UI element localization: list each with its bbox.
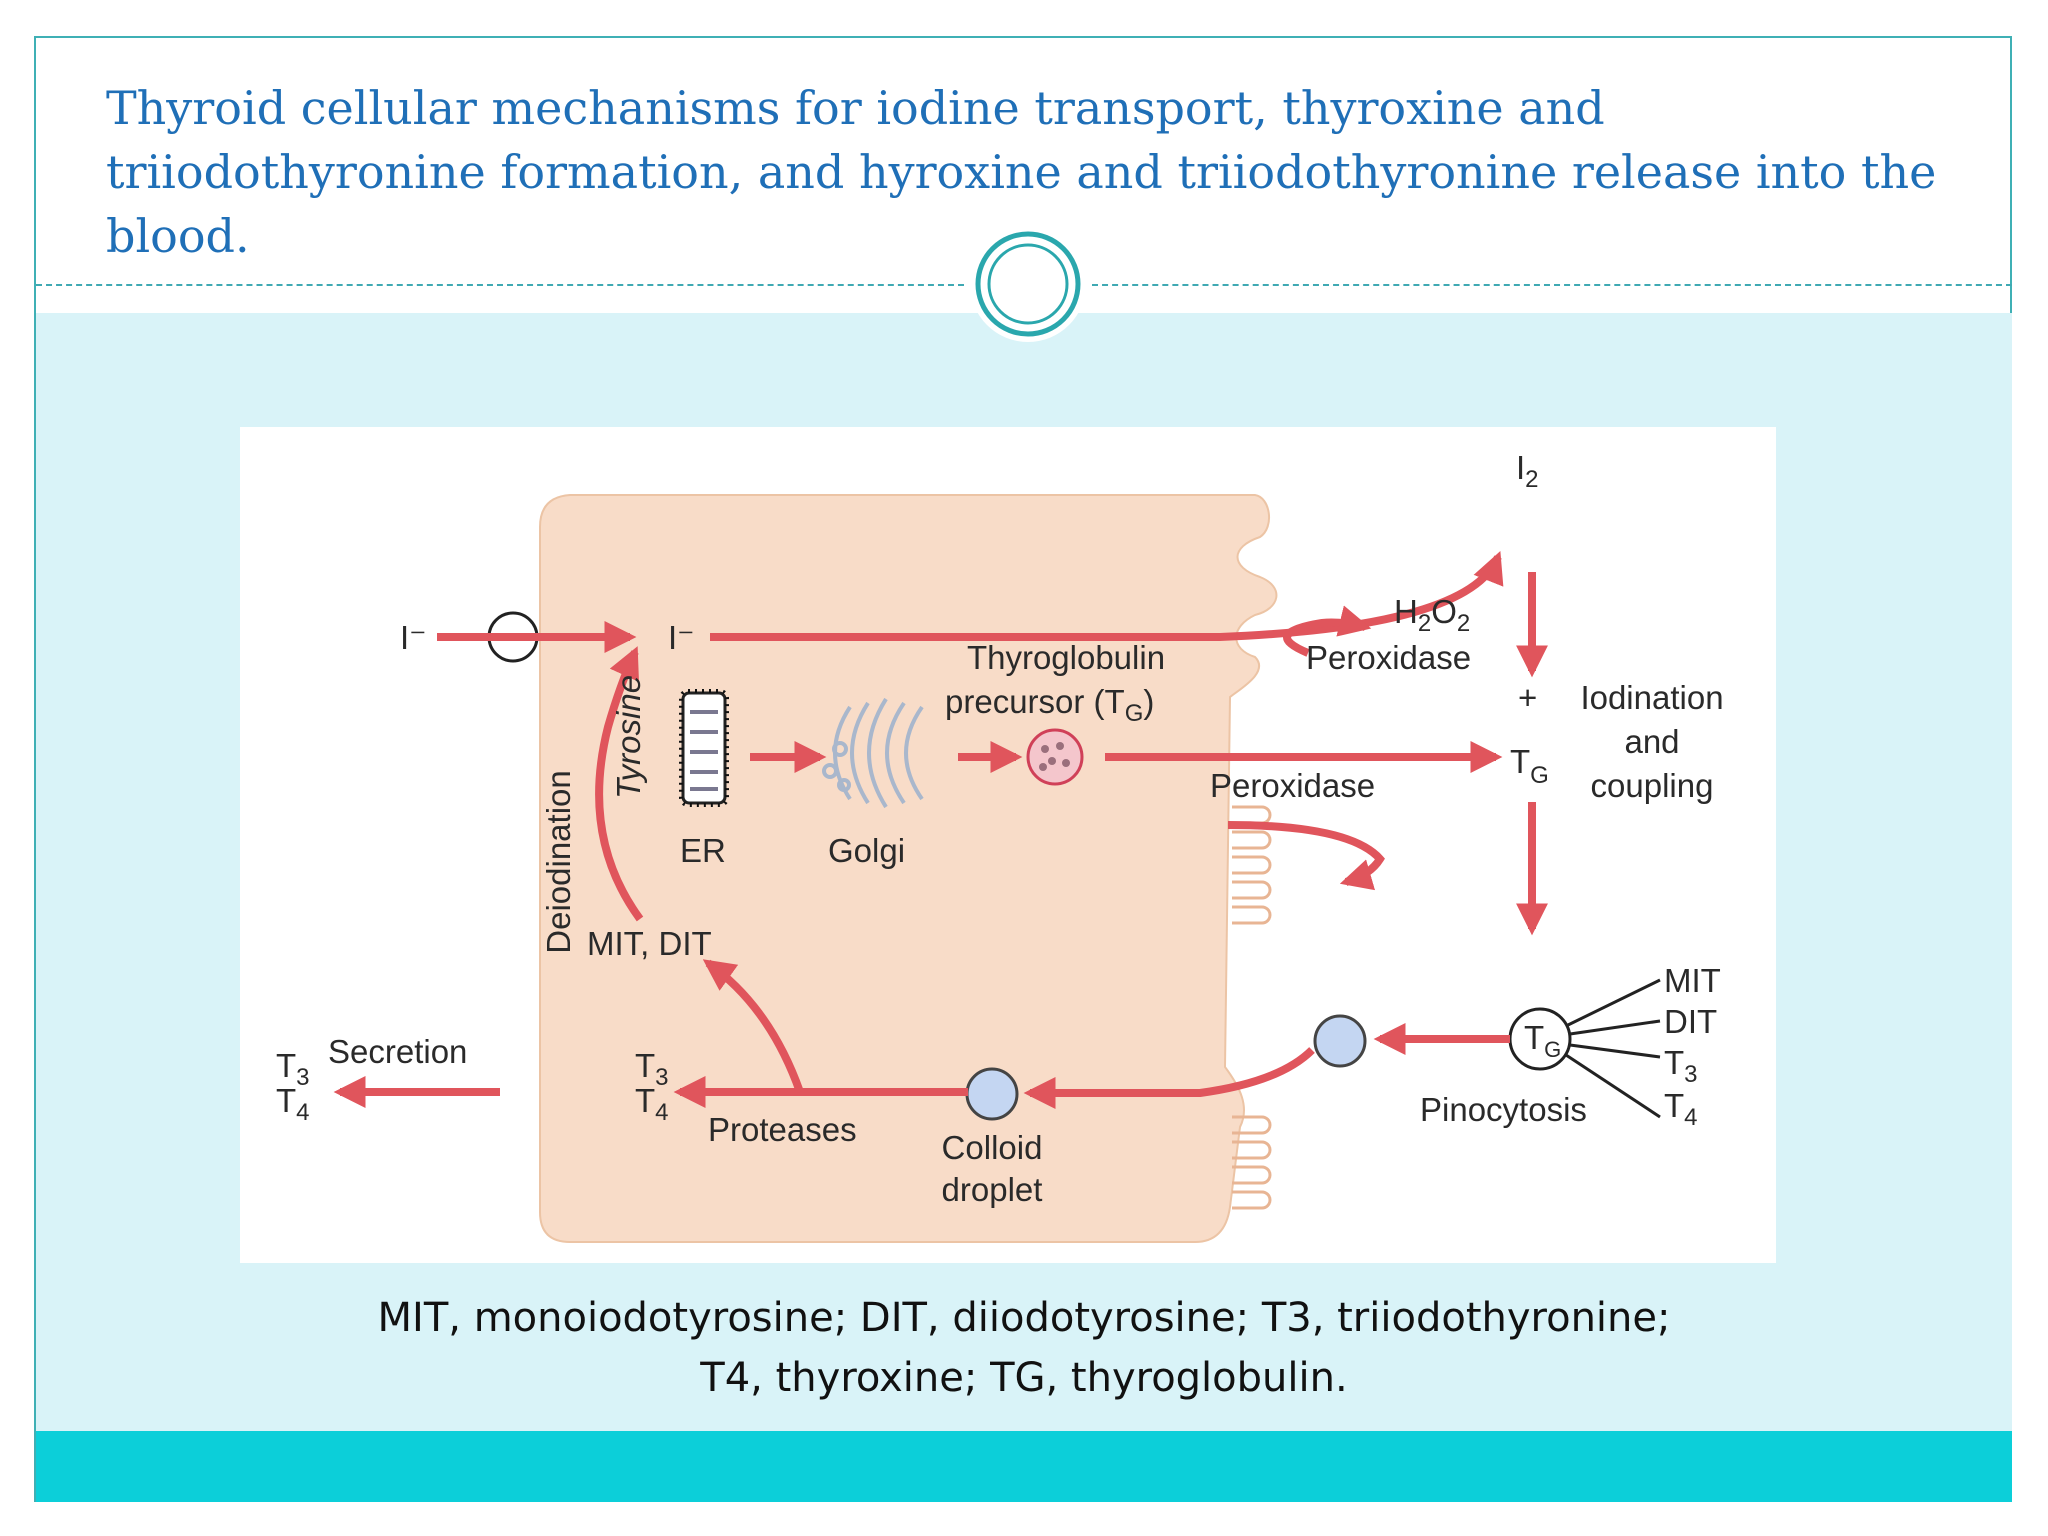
i2-label: I2	[1516, 449, 1539, 493]
t4-in-label: T4	[635, 1082, 669, 1126]
thyroglobulin-vesicle-icon	[1026, 728, 1084, 786]
peroxidase-top-label: Peroxidase	[1306, 639, 1471, 676]
arrow-droplet-to-colloid	[1023, 1047, 1315, 1109]
pinocytosis-droplet-icon	[1313, 1014, 1367, 1068]
t4-right-label: T4	[1664, 1087, 1698, 1131]
thyroglobulin-branch-lines	[1565, 978, 1661, 1119]
er-label: ER	[680, 832, 726, 869]
arrow-h2o2	[1283, 605, 1372, 657]
mit-label: MIT	[1664, 962, 1721, 999]
plus-label: +	[1518, 679, 1537, 716]
t3-in-label: T3	[635, 1047, 669, 1091]
colloid-label-line2: droplet	[942, 1171, 1043, 1208]
colloid-droplet-icon	[965, 1067, 1019, 1121]
t3-right-label: T3	[1664, 1044, 1698, 1088]
tg-colloid-label: TG	[1524, 1019, 1561, 1062]
circle-ornament-icon	[970, 226, 1086, 342]
t4-out-label: T4	[276, 1082, 310, 1126]
caption-line-1: MIT, monoiodotyrosine; DIT, diiodotyrosi…	[377, 1295, 1671, 1341]
iodide-cell-label: I⁻	[668, 619, 695, 656]
divider-line-left	[36, 284, 964, 286]
slide-title: Thyroid cellular mechanisms for iodine t…	[106, 81, 1937, 263]
caption-line-2: T4, thyroxine; TG, thyroglobulin.	[700, 1355, 1348, 1401]
follicular-cell	[539, 494, 1278, 1243]
deiodination-label: Deiodination	[540, 770, 577, 953]
arrow-to-mit-dit	[702, 959, 804, 1094]
t3-out-label: T3	[276, 1047, 310, 1091]
pinocytosis-label: Pinocytosis	[1420, 1091, 1587, 1128]
iodination-label-line3: coupling	[1591, 767, 1714, 804]
tg-label: TG	[1510, 743, 1549, 789]
tyrosine-label: Tyrosine	[610, 675, 647, 799]
h2o2-label: H2O2	[1394, 593, 1470, 637]
arrow-peroxidase-loop	[1227, 821, 1385, 891]
iodination-label-line2: and	[1624, 723, 1679, 760]
mit-dit-label: MIT, DIT	[587, 925, 712, 962]
dit-label: DIT	[1664, 1003, 1717, 1040]
iodide-blood-label: I⁻	[400, 619, 427, 656]
arrow-deiodination	[595, 646, 644, 922]
golgi-label: Golgi	[828, 832, 905, 869]
arrow-iodide-to-i2	[710, 551, 1504, 641]
thyroid-mechanism-diagram: I⁻ I⁻ Deiodination Tyrosine ER Golgi Thy…	[276, 449, 1724, 1243]
thyroid-mechanism-figure: I⁻ I⁻ Deiodination Tyrosine ER Golgi Thy…	[240, 427, 1776, 1263]
figure-caption: MIT, monoiodotyrosine; DIT, diiodotyrosi…	[160, 1288, 1888, 1408]
thyroglobulin-label-line1: Thyroglobulin	[967, 639, 1165, 676]
proteases-label: Proteases	[708, 1111, 857, 1148]
iodination-label-line1: Iodination	[1580, 679, 1723, 716]
secretion-label: Secretion	[328, 1033, 467, 1070]
er-icon	[679, 689, 729, 807]
bottom-band	[36, 1431, 2012, 1502]
divider-line-right	[1092, 284, 2012, 286]
peroxidase-mid-label: Peroxidase	[1210, 767, 1375, 804]
thyroglobulin-label-line2: precursor (TG)	[945, 683, 1154, 727]
colloid-label-line1: Colloid	[942, 1129, 1043, 1166]
